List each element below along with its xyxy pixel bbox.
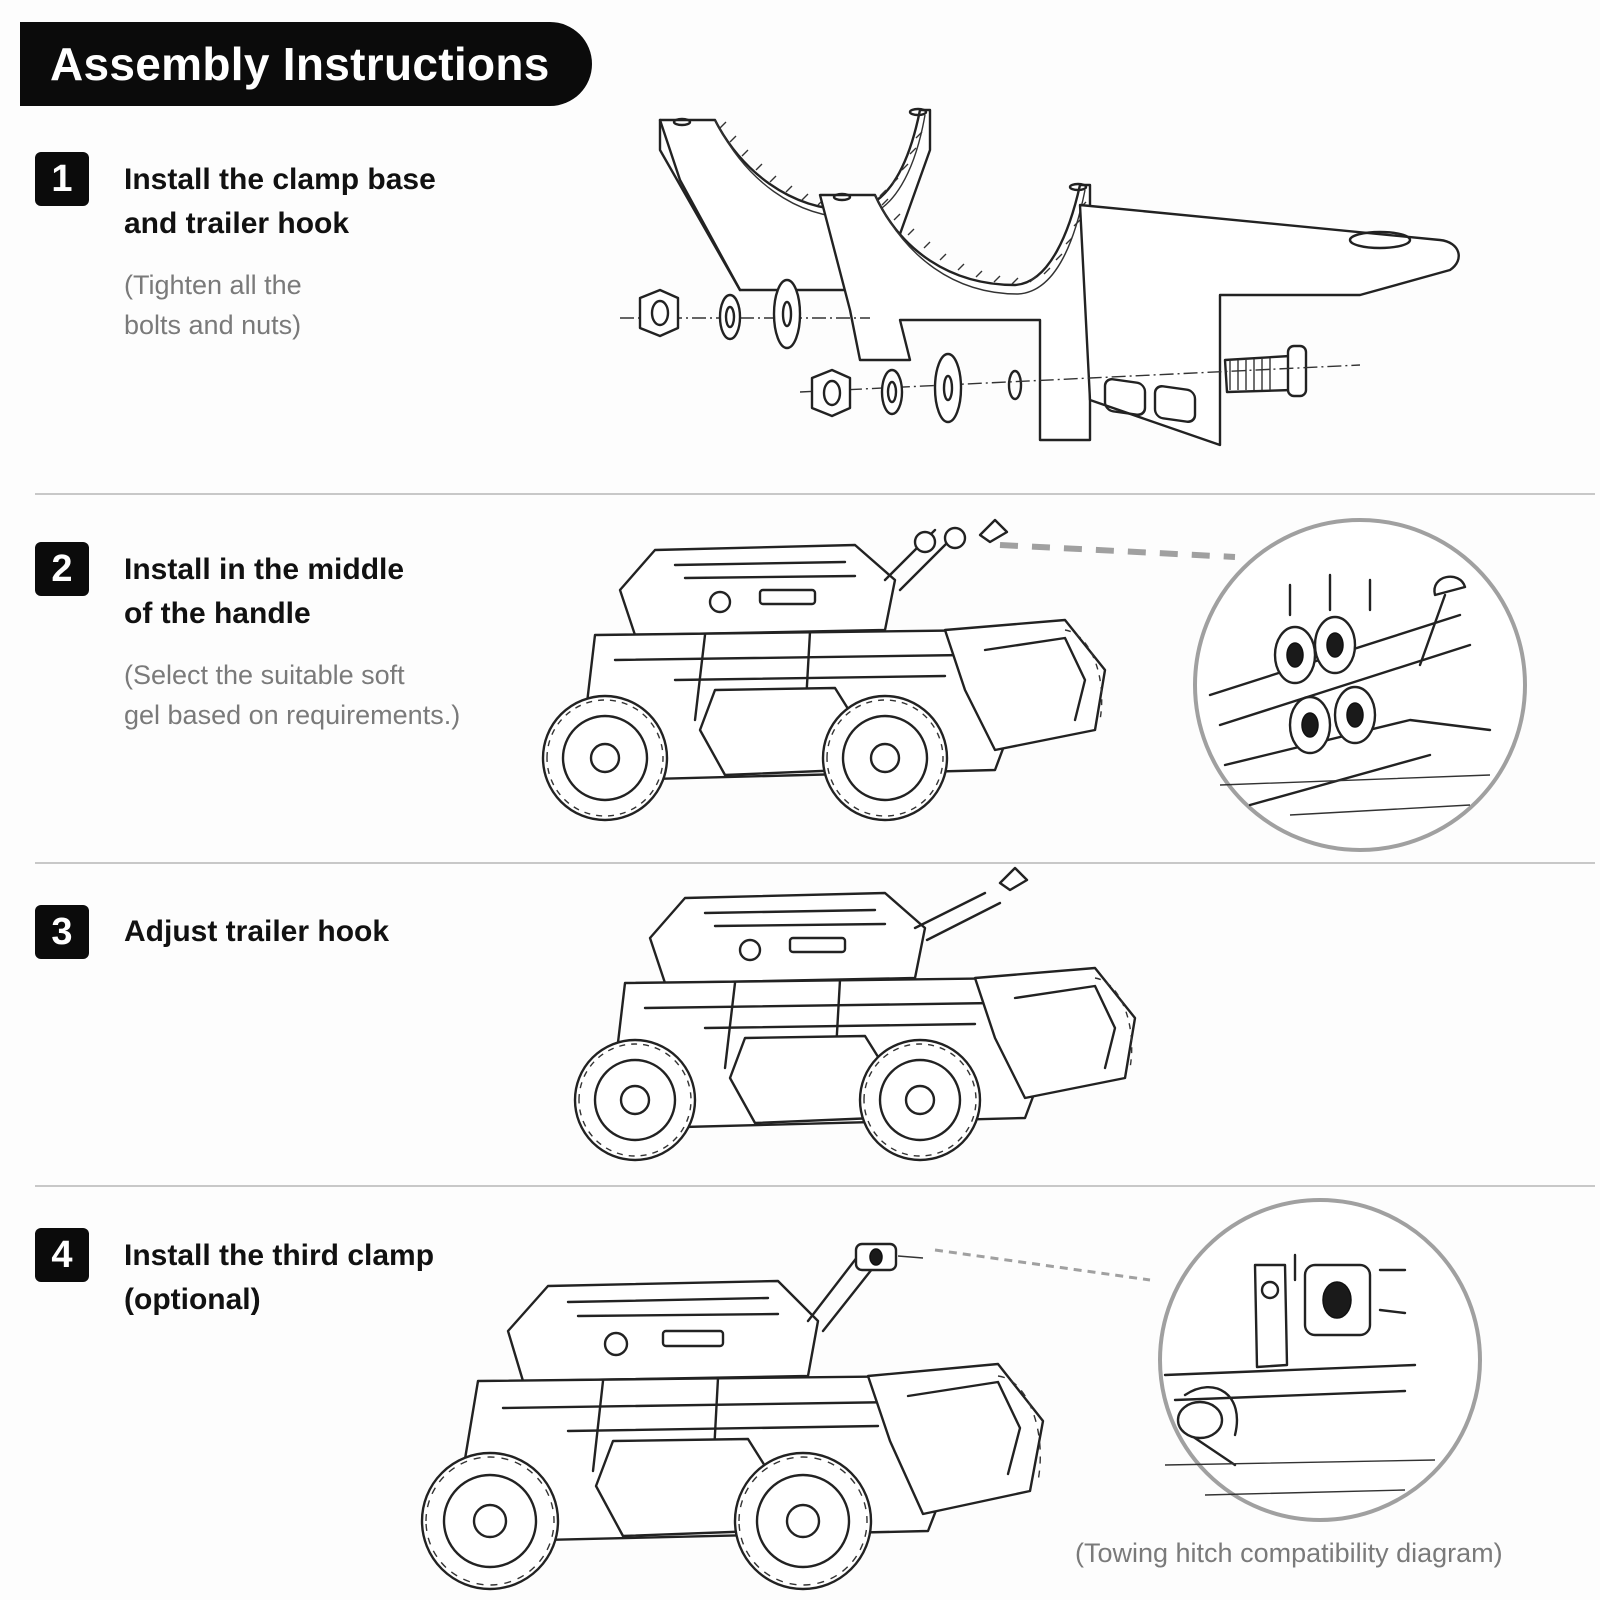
robot-mower-third-clamp-illustration	[420, 1242, 1045, 1591]
step-1-number: 1	[35, 152, 89, 206]
step-3-number: 3	[35, 905, 89, 959]
step-4-title: Install the third clamp (optional)	[124, 1239, 435, 1316]
handle-clamp-zoom-view	[999, 518, 1527, 852]
step-divider-2	[35, 862, 1595, 864]
third-clamp-zoom-view	[934, 1198, 1482, 1522]
step-1-title: Install the clamp base and trailer hook	[124, 163, 436, 240]
step-divider-3	[35, 1185, 1595, 1187]
page-title: Assembly Instructions	[20, 22, 592, 106]
robot-mower-illustration	[541, 518, 1107, 822]
step-2-note: (Select the suitable soft gel based on r…	[124, 660, 461, 730]
robot-mower-adjusted-hook-illustration	[573, 866, 1137, 1162]
clamp-exploded-diagram	[620, 107, 1460, 447]
compatibility-diagram-caption: (Towing hitch compatibility diagram)	[1075, 1538, 1503, 1568]
step-divider-1	[35, 493, 1595, 495]
step-3-title: Adjust trailer hook	[124, 915, 390, 948]
step-1-note: (Tighten all the bolts and nuts)	[124, 270, 302, 340]
step-2-title: Install in the middle of the handle	[124, 553, 405, 630]
step-4-number: 4	[35, 1228, 89, 1282]
step-2-number: 2	[35, 542, 89, 596]
